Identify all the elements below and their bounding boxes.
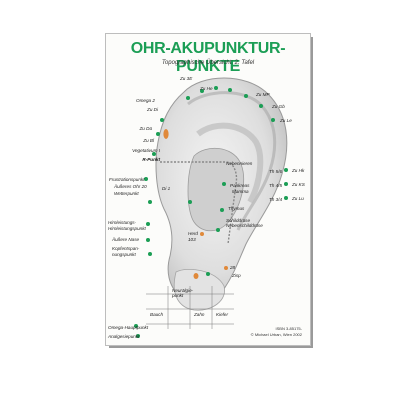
label-zu-3e: Zu 3E	[180, 76, 193, 81]
label-omega-haupt: Omega-Hauptpunkt	[108, 325, 149, 330]
antihelix	[196, 122, 264, 204]
label-analgesie: Analgesiepunkt	[108, 334, 140, 339]
label-thymus: Thymus	[228, 206, 245, 211]
label-aussere-nase: Äußere Nase	[112, 237, 140, 242]
label-hirnleistungspunkt: Hirnleistungspunkt	[108, 226, 146, 231]
label-pankreas: Pankreas	[230, 183, 250, 188]
concha	[187, 148, 245, 232]
chart-subtitle: Topographische Übersicht: 2. Tafel	[161, 60, 255, 66]
acupuncture-points-green	[134, 86, 288, 338]
label-zahn: Zahn	[194, 312, 205, 317]
thoracic-line	[160, 161, 238, 245]
label-frustration: Frustrationspunkt	[109, 177, 145, 182]
label-zu-he: Zu He	[200, 86, 213, 91]
label-zu-du: Zu Dü	[139, 126, 152, 131]
label-vegetativum: Vegetativum I	[132, 148, 160, 153]
ear-illustration	[134, 77, 288, 338]
label-zu-lu: Zu Lu	[292, 196, 304, 201]
label-nungspunkt: nungspunkt	[112, 252, 136, 257]
lobe-grid	[146, 286, 234, 329]
label-wetterpunkt: Wetterpunkt	[114, 191, 139, 196]
label-th-3-4: Th 3/4	[269, 197, 283, 202]
label-hirnleistungs: Hirnleistungs-	[108, 220, 137, 225]
label-di-1: Di 1	[162, 186, 171, 191]
acupuncture-points-orange	[163, 129, 228, 279]
label-zu-bl: Zu Bl	[143, 138, 154, 143]
label-nebennieren: Nebennieren	[226, 161, 253, 166]
footer-isbn: ISBN 3-85175-	[275, 326, 302, 331]
label-zu-di: Zu Di	[147, 107, 158, 112]
label-punkt: punkt	[172, 293, 184, 298]
footer-copyright: © Michael Urban, Wien 2002	[250, 332, 302, 337]
label-neuralgie: Neurälgie-	[172, 288, 194, 293]
acupuncture-chart-card: OHR-AKUPUNKTUR-PUNKTE Topographische Übe…	[105, 33, 311, 346]
label-schilddruse: Schilddrüse	[226, 218, 251, 223]
label-zisp: Zisp	[232, 273, 241, 278]
label-r-punkt: R-Punkt	[142, 157, 160, 162]
label-th-4-5: Th 4/5	[269, 183, 283, 188]
label-th-5-6: Th 5/6	[269, 169, 283, 174]
label-omega-2: Omega 2	[136, 98, 155, 103]
label-kiefer: Kiefer	[216, 312, 229, 317]
label-zu-mp: Zu MP	[256, 92, 270, 97]
label-herd: Herd	[188, 231, 198, 236]
label-28: 28	[230, 265, 236, 270]
helix-groove	[187, 91, 277, 231]
label-ausseres-ohr: Äußeres Ohr 20	[114, 184, 147, 189]
label-zu-gb: Zu Gb	[272, 104, 285, 109]
label-nebenschilddruse: Nebenschilddrüse	[226, 223, 263, 228]
label-bauch: Bauch	[150, 312, 164, 317]
chart-title: OHR-AKUPUNKTUR-PUNKTE	[130, 40, 286, 75]
label-zu-ks: Zu KS	[292, 182, 305, 187]
label-kopfentspan: Kopfentspan-	[112, 246, 140, 251]
label-103: 103	[188, 237, 196, 242]
label-zu-le: Zu Le	[280, 118, 292, 123]
label-mamma: Mamma	[232, 189, 249, 194]
label-zu-hk: Zu Hk	[292, 168, 305, 173]
